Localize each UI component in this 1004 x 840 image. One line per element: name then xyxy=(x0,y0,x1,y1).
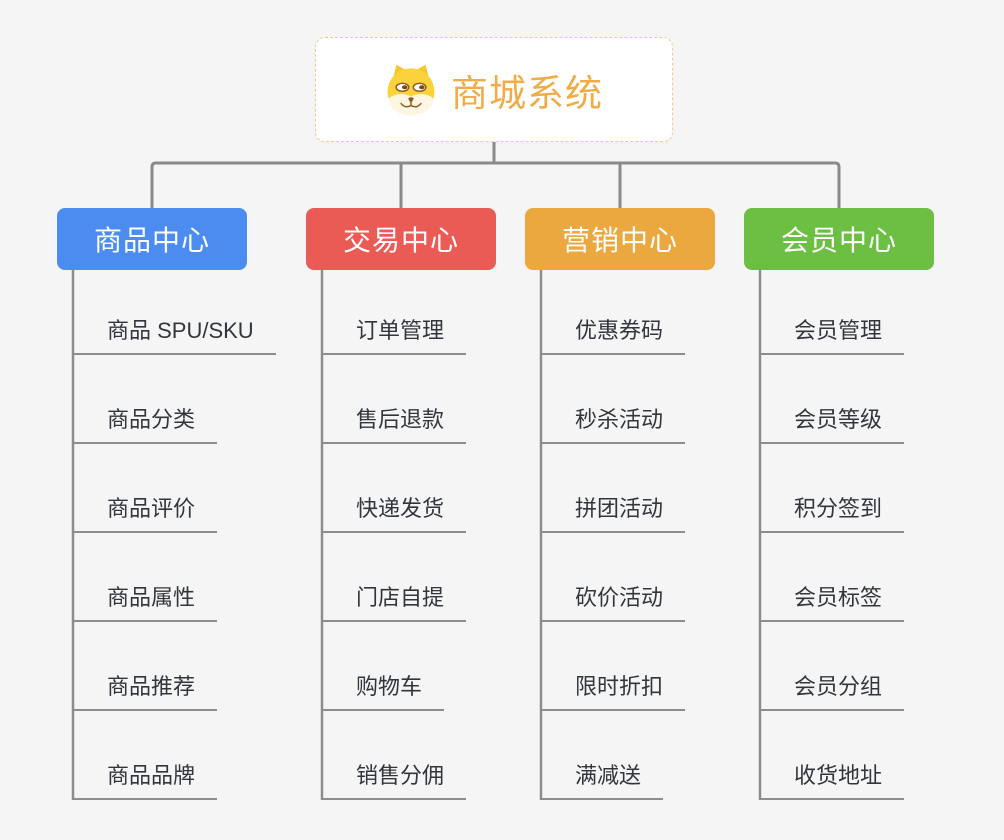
item-label: 商品 SPU/SKU xyxy=(73,313,276,355)
mindmap-item[interactable]: 商品推荐 xyxy=(73,622,276,711)
mindmap-item[interactable]: 会员等级 xyxy=(760,355,905,444)
mindmap-item[interactable]: 商品评价 xyxy=(73,444,276,533)
mindmap-item[interactable]: 会员管理 xyxy=(760,266,905,355)
item-label: 商品分类 xyxy=(73,402,218,444)
item-label: 会员等级 xyxy=(760,402,905,444)
branch-header-member-center[interactable]: 会员中心 xyxy=(744,208,934,270)
branch-label: 交易中心 xyxy=(342,225,459,256)
mindmap-item[interactable]: 砍价活动 xyxy=(541,533,686,622)
mindmap-item[interactable]: 满减送 xyxy=(541,711,685,800)
dog-face-icon xyxy=(387,64,435,115)
item-label: 积分签到 xyxy=(760,491,905,533)
item-label: 商品属性 xyxy=(73,580,218,622)
mindmap-item[interactable]: 商品分类 xyxy=(73,355,276,444)
mindmap-item[interactable]: 会员分组 xyxy=(760,622,905,711)
branch-label: 会员中心 xyxy=(780,225,897,256)
mindmap-item[interactable]: 拼团活动 xyxy=(541,444,686,533)
mindmap-item[interactable]: 会员标签 xyxy=(760,533,905,622)
item-label: 限时折扣 xyxy=(541,669,686,711)
mindmap-item[interactable]: 销售分佣 xyxy=(322,711,467,800)
item-label: 满减送 xyxy=(541,758,664,800)
mindmap-item[interactable]: 商品品牌 xyxy=(73,711,276,800)
item-label: 商品评价 xyxy=(73,491,218,533)
mindmap-item[interactable]: 限时折扣 xyxy=(541,622,686,711)
item-label: 快递发货 xyxy=(322,491,467,533)
item-label: 会员分组 xyxy=(760,669,905,711)
mindmap-item[interactable]: 订单管理 xyxy=(322,266,467,355)
item-column-marketing-center: 优惠券码 秒杀活动 拼团活动 砍价活动 限时折扣 满减送 xyxy=(541,266,686,800)
item-column-trade-center: 订单管理 售后退款 快递发货 门店自提 购物车 销售分佣 xyxy=(322,266,467,800)
root-title: 商城系统 xyxy=(451,72,603,114)
item-label: 售后退款 xyxy=(322,402,467,444)
item-label: 销售分佣 xyxy=(322,758,467,800)
branch-label: 营销中心 xyxy=(561,225,678,256)
mindmap-item[interactable]: 商品属性 xyxy=(73,533,276,622)
mindmap-item[interactable]: 购物车 xyxy=(322,622,466,711)
branch-header-trade-center[interactable]: 交易中心 xyxy=(306,208,496,270)
item-column-member-center: 会员管理 会员等级 积分签到 会员标签 会员分组 收货地址 xyxy=(760,266,905,800)
mindmap-item[interactable]: 快递发货 xyxy=(322,444,467,533)
branch-header-product-center[interactable]: 商品中心 xyxy=(57,208,247,270)
mindmap-item[interactable]: 门店自提 xyxy=(322,533,467,622)
item-label: 收货地址 xyxy=(760,758,905,800)
item-column-product-center: 商品 SPU/SKU 商品分类 商品评价 商品属性 商品推荐 商品品牌 xyxy=(73,266,276,800)
mindmap-item[interactable]: 优惠券码 xyxy=(541,266,686,355)
item-label: 门店自提 xyxy=(322,580,467,622)
item-label: 优惠券码 xyxy=(541,313,686,355)
item-label: 砍价活动 xyxy=(541,580,686,622)
branch-label: 商品中心 xyxy=(93,225,210,256)
item-label: 订单管理 xyxy=(322,313,467,355)
mindmap-item[interactable]: 秒杀活动 xyxy=(541,355,686,444)
item-label: 拼团活动 xyxy=(541,491,686,533)
root-node[interactable]: 商城系统 xyxy=(315,37,673,142)
branch-header-marketing-center[interactable]: 营销中心 xyxy=(525,208,715,270)
mindmap-item[interactable]: 积分签到 xyxy=(760,444,905,533)
mindmap-item[interactable]: 商品 SPU/SKU xyxy=(73,266,276,355)
item-label: 商品推荐 xyxy=(73,669,218,711)
mindmap-item[interactable]: 售后退款 xyxy=(322,355,467,444)
item-label: 会员标签 xyxy=(760,580,905,622)
mindmap-item[interactable]: 收货地址 xyxy=(760,711,905,800)
item-label: 秒杀活动 xyxy=(541,402,686,444)
item-label: 购物车 xyxy=(322,669,445,711)
item-label: 商品品牌 xyxy=(73,758,218,800)
item-label: 会员管理 xyxy=(760,313,905,355)
